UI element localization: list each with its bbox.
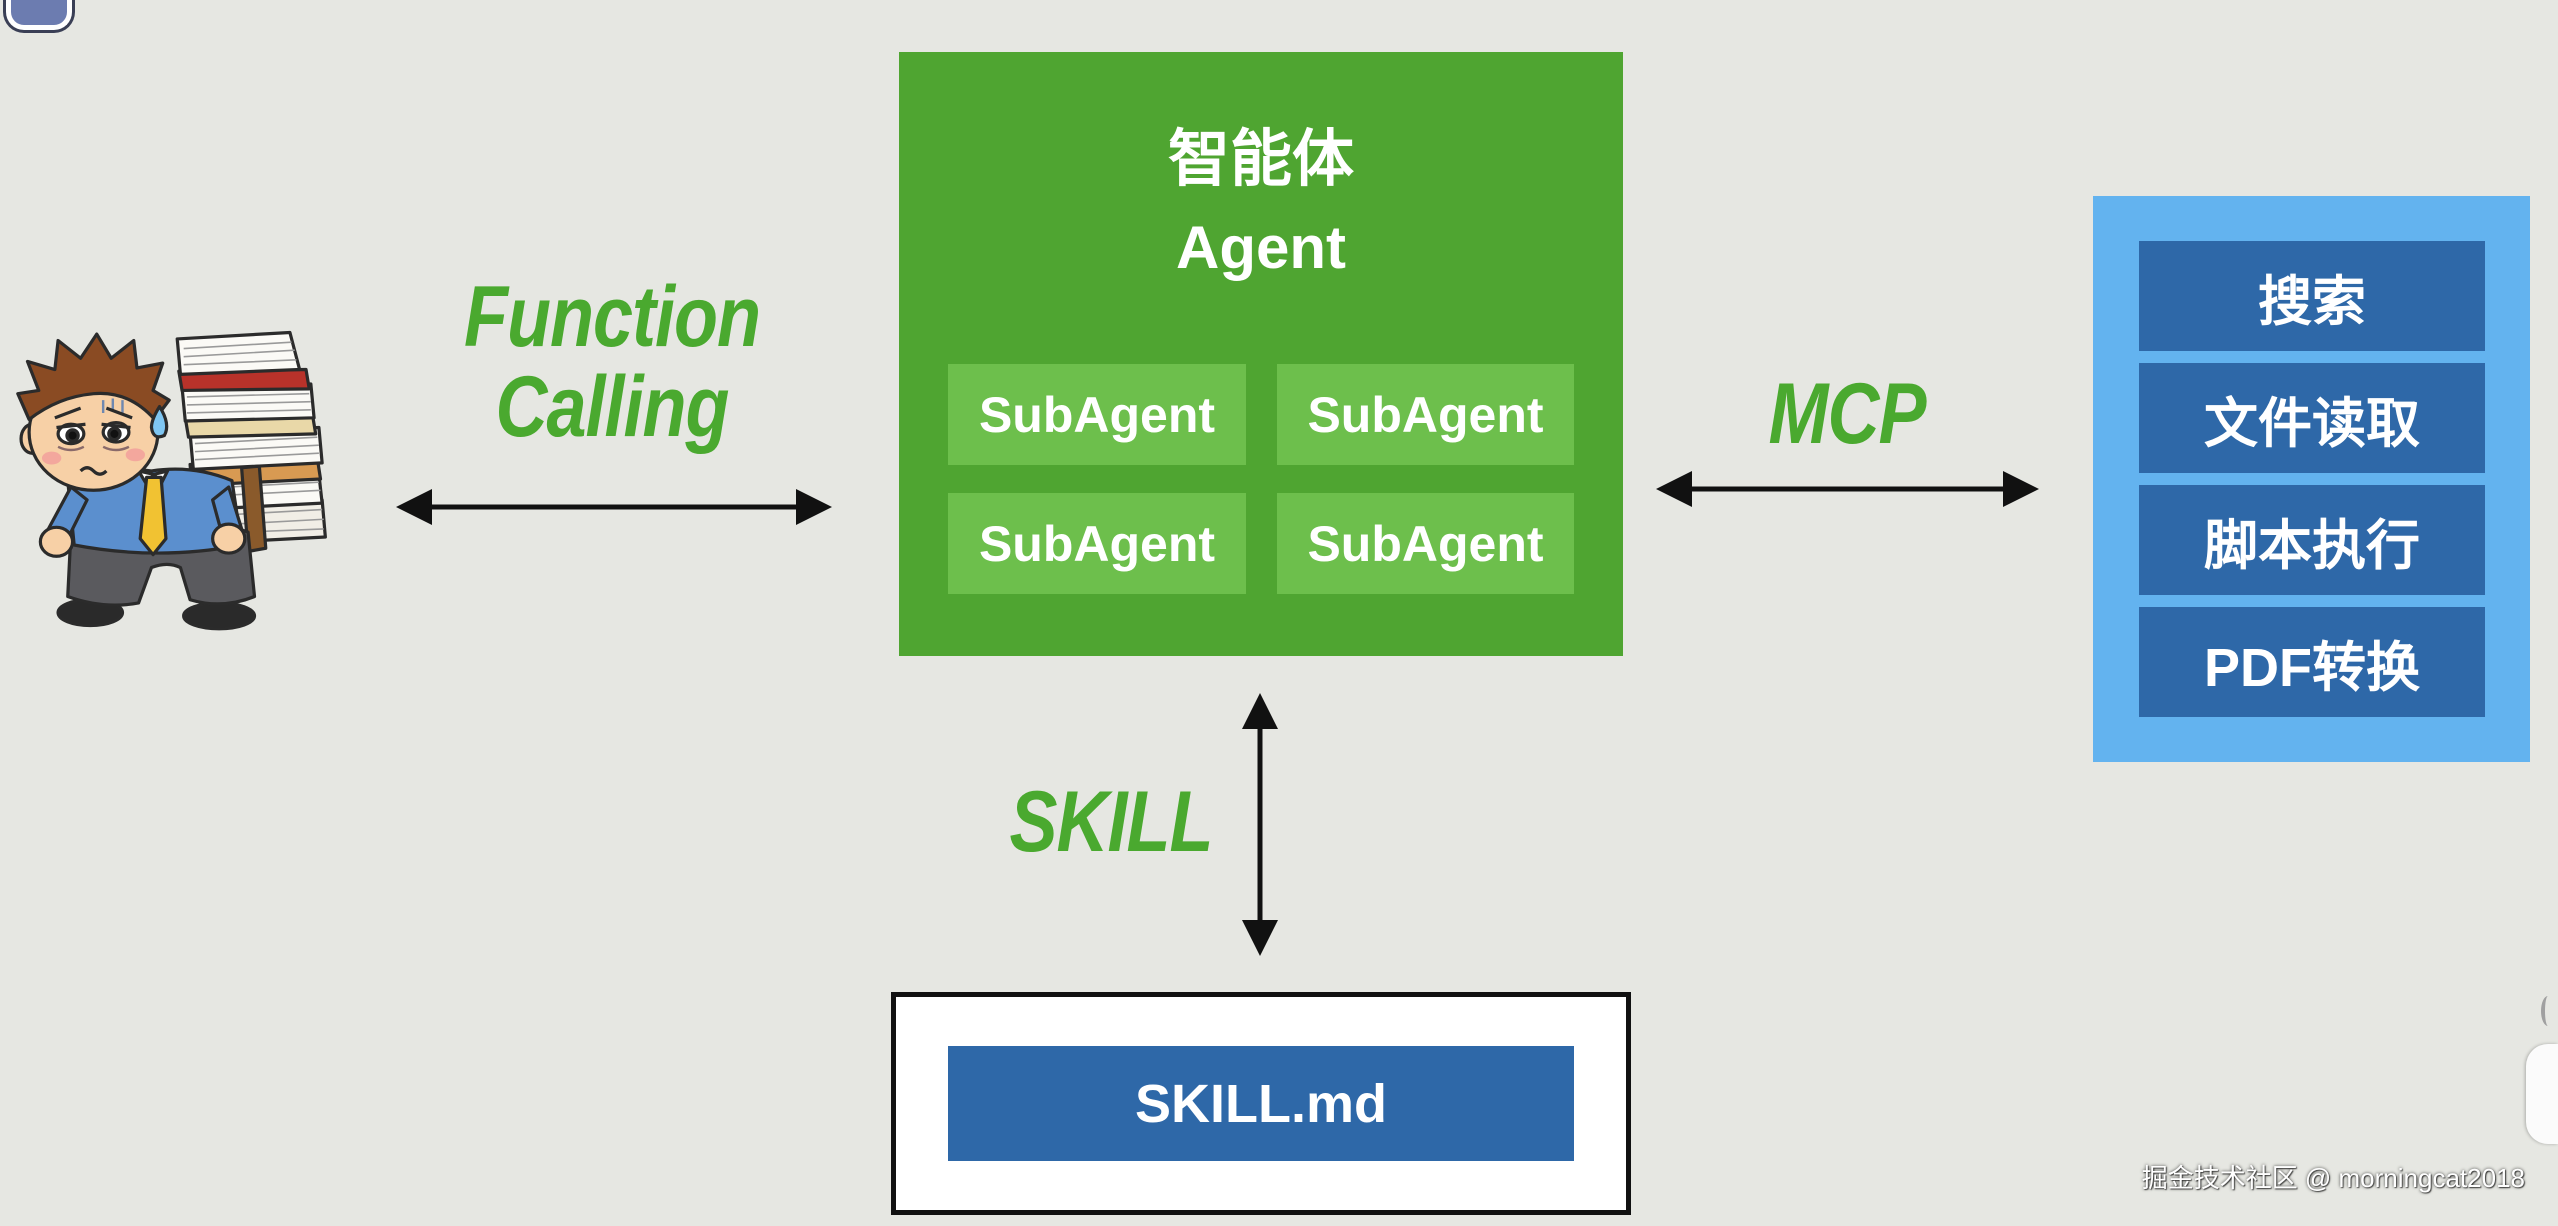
agent-title-en: Agent	[1176, 214, 1346, 281]
mcp-label: MCP	[1768, 366, 1927, 462]
skill-file-label: SKILL.md	[948, 1046, 1574, 1161]
skill-label: SKILL	[1009, 774, 1214, 870]
subagent-box: SubAgent	[948, 364, 1246, 465]
worker-body	[38, 467, 257, 631]
sweat-drop-icon	[149, 404, 169, 439]
mcp-double-arrow-icon	[1656, 471, 2039, 507]
stressed-worker-illustration	[16, 330, 327, 631]
subagent-box: SubAgent	[948, 493, 1246, 594]
tool-item-pdf-convert: PDF转换	[2139, 607, 2485, 717]
tool-item-file-read: 文件读取	[2139, 363, 2485, 473]
agent-title-zh: 智能体	[1167, 125, 1354, 194]
function-calling-double-arrow-icon	[396, 489, 832, 525]
agent-box: 智能体 Agent SubAgent SubAgent SubAgent Sub…	[899, 52, 1623, 656]
skill-file-box: SKILL.md	[891, 992, 1631, 1215]
tool-item-script-exec: 脚本执行	[2139, 485, 2485, 595]
subagent-grid: SubAgent SubAgent SubAgent SubAgent	[948, 364, 1574, 594]
subagent-box: SubAgent	[1277, 493, 1574, 594]
function-calling-label-line1: Function	[464, 269, 761, 365]
watermark: 掘金技术社区 @ morningcat2018	[2141, 1163, 2525, 1193]
subagent-box: SubAgent	[1277, 364, 1574, 465]
function-calling-label-line2: Calling	[495, 359, 729, 455]
tool-item-search: 搜索	[2139, 241, 2485, 351]
tools-panel: 搜索 文件读取 脚本执行 PDF转换	[2093, 196, 2530, 762]
worker-head	[16, 332, 171, 492]
edge-indicator-icon	[2541, 996, 2555, 1026]
side-panel-handle[interactable]	[2526, 1044, 2558, 1144]
corner-app-icon[interactable]	[6, 0, 72, 30]
